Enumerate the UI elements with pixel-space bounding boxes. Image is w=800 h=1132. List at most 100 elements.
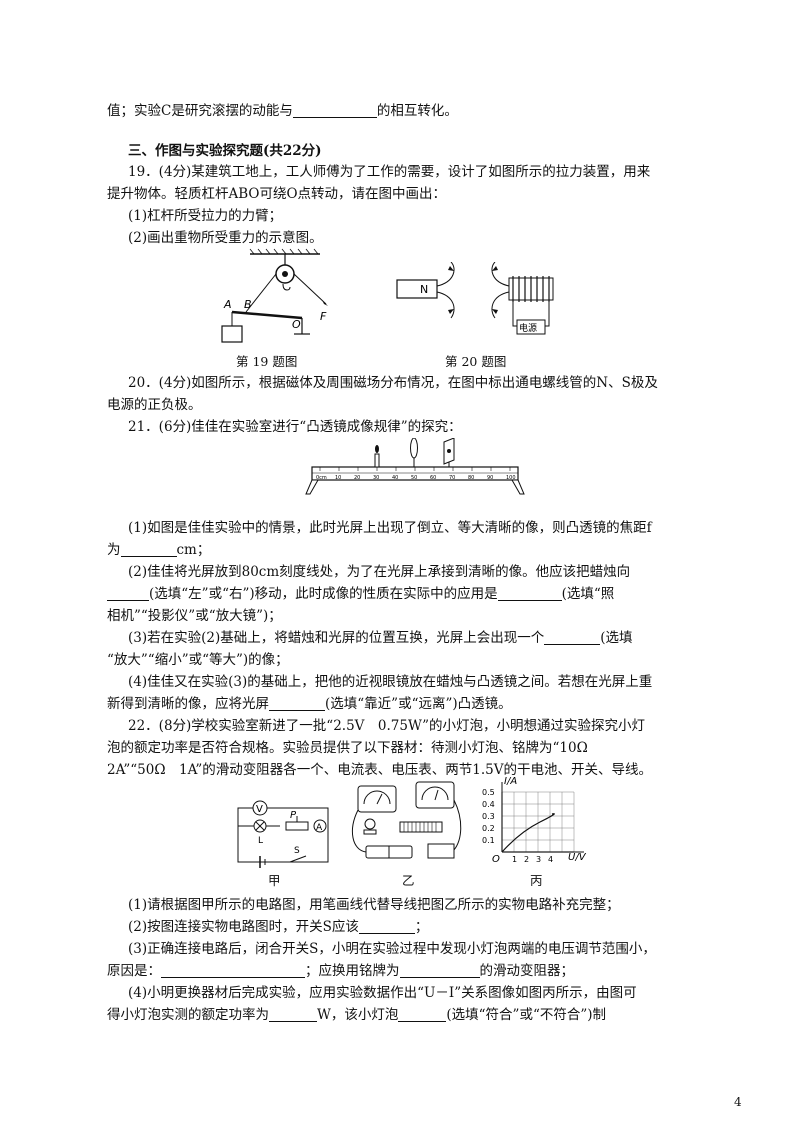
circuit-diagram-jia: V L P A S [237,800,329,868]
line-text: ；应换用铭牌为 [305,963,400,979]
slider-label: P [290,810,297,821]
line-text: 的滑动变阻器； [479,963,575,979]
bench-tick-label: 10 [335,475,341,481]
x-tick-label: 4 [548,855,553,864]
line-text: 新得到清晰的像，应将光屏 [107,696,269,712]
text-line: (4)小明更换器材后完成实验，应用实验数据作出“U－I”关系图像如图丙所示，由图… [128,985,637,1001]
x-tick-label: 1 [512,855,517,864]
fig20-magnet-diagram: N 电源 [396,262,554,335]
answer-blank[interactable] [120,542,177,557]
lamp-label: L [258,836,263,846]
caption-bing: 丙 [530,873,543,888]
line-text: (选填 [600,630,633,646]
text-line: (1)如图是佳佳实验中的情景，此时光屏上出现了倒立、等大清晰的像，则凸透镜的焦距… [128,520,652,536]
text-line: (3)若在实验(2)基础上，将蜡烛和光屏的位置互换，光屏上会出现一个(选填 [128,628,633,648]
voltmeter-label: V [256,804,263,815]
bench-tick-label: 20 [354,475,360,481]
text-line: 电源的正负极。 [107,397,202,413]
label-A: A [223,298,232,311]
label-B: B [244,298,252,311]
text-line: (2)佳佳将光屏放到80cm刻度线处，为了在光屏上承接到清晰的像。他应该把蜡烛向 [128,564,631,580]
text-line: (4)佳佳又在实验(3)的基础上，把他的近视眼镜放在蜡烛与凸透镜之间。若想在光屏… [128,674,653,690]
bench-tick-label: 70 [449,475,455,481]
line-text: cm； [176,542,211,558]
y-tick-label: 0.3 [482,812,495,821]
bench-tick-label: 90 [487,475,493,481]
line-text: 得小灯泡实测的额定功率为 [107,1007,269,1023]
answer-blank[interactable] [399,963,480,978]
text-line: 为 cm； [107,540,210,560]
magnet-N-label: N [420,283,428,296]
text-line: 提升物体。轻质杠杆ABO可绕O点转动，请在图中画出： [107,186,447,202]
fig19-lever-diagram: A B O F [221,248,328,343]
label-F: F [320,310,327,323]
line-text: (选填“符合”或“不符合”)制 [446,1007,607,1023]
bench-tick-label: 30 [373,475,379,481]
line-text: (2)按图连接实物电路图时，开关S应该 [128,919,359,935]
text-line: 得小灯泡实测的额定功率为 W，该小灯泡 (选填“符合”或“不符合”)制 [107,1005,606,1025]
line-text: (选填“靠近”或“远离”)凸透镜。 [325,696,512,712]
answer-blank[interactable] [398,1007,447,1022]
answer-blank[interactable] [161,963,305,978]
power-source-label: 电源 [519,322,537,334]
line-text: 为 [107,542,121,558]
line-text: W，该小灯泡 [317,1007,399,1023]
bench-tick-label: 50 [411,475,417,481]
answer-blank[interactable] [292,103,377,118]
text-line: (选填“左”或“右”)移动，此时成像的性质在实际中的应用是 (选填“照 [107,584,614,604]
fig19-caption: 第 19 题图 [236,354,298,369]
y-tick-label: 0.1 [482,836,495,845]
text-line: 20．(4分)如图所示，根据磁体及周围磁场分布情况，在图中标出通电螺线管的N、S… [128,375,658,391]
ammeter-label: A [316,823,323,833]
answer-blank[interactable] [497,586,562,601]
line-text: (选填“左”或“右”)移动，此时成像的性质在实际中的应用是 [149,586,498,602]
switch-label: S [294,846,300,856]
line-text: (选填“照 [561,586,615,602]
line-text: 值；实验C是研究滚摆的动能与 [107,103,293,119]
answer-blank[interactable] [358,919,415,934]
answer-blank[interactable] [544,630,601,645]
text-line: 2A”“50Ω 1A”的滑动变阻器各一个、电流表、电压表、两节1.5V的干电池、… [107,762,653,778]
text-line: (1)请根据图甲所示的电路图，用笔画线代替导线把图乙所示的实物电路补充完整； [128,897,620,913]
text-line: 相机”“投影仪”或“放大镜”)； [107,608,282,624]
graph-grid [501,791,575,853]
text-line: 值；实验C是研究滚摆的动能与 的相互转化。 [107,101,458,121]
x-tick-label: 2 [524,855,529,864]
y-tick-label: 0.2 [482,824,495,833]
fig20-caption: 第 20 题图 [445,354,507,369]
x-tick-label: 3 [536,855,541,864]
label-O: O [292,318,301,331]
bench-tick-label: 100 [506,475,516,481]
answer-blank[interactable] [269,1007,317,1022]
graph-ylabel: I/A [504,776,517,787]
bench-tick-label: 40 [392,475,398,481]
line-text: 的相互转化。 [376,103,458,119]
text-line: 泡的额定功率是否符合规格。实验员提供了以下器材：待测小灯泡、铭牌为“10Ω [107,740,588,756]
text-line: “放大”“缩小”或“等大”)的像； [107,652,289,668]
answer-blank[interactable] [269,696,325,711]
answer-blank[interactable] [107,586,149,601]
text-line: (2)画出重物所受重力的示意图。 [128,230,323,246]
text-line: 22．(8分)学校实验室新进了一批“2.5V 0.75W”的小灯泡，小明想通过实… [128,718,646,734]
line-text: ； [414,919,429,935]
graph-origin: O [492,854,500,865]
bench-tick-label: 0cm [316,475,327,481]
text-line: (2)按图连接实物电路图时，开关S应该 ； [128,917,428,937]
section-heading: 三、作图与实验探究题(共22分) [128,143,322,159]
text-line: (1)杠杆所受拉力的力臂； [128,208,283,224]
text-line: 新得到清晰的像，应将光屏 (选填“靠近”或“远离”)凸透镜。 [107,694,512,714]
text-line: 21．(6分)佳佳在实验室进行“凸透镜成像规律”的探究： [128,419,462,435]
page-number: 4 [734,1095,742,1109]
y-tick-label: 0.4 [482,800,495,809]
caption-yi: 乙 [402,873,415,888]
text-line: (3)正确连接电路后，闭合开关S，小明在实验过程中发现小灯泡两端的电压调节范围小… [128,941,656,957]
iu-curve [501,813,555,853]
physical-circuit-yi [351,781,462,859]
y-tick-label: 0.5 [482,788,495,797]
bench-tick-label: 60 [430,475,436,481]
